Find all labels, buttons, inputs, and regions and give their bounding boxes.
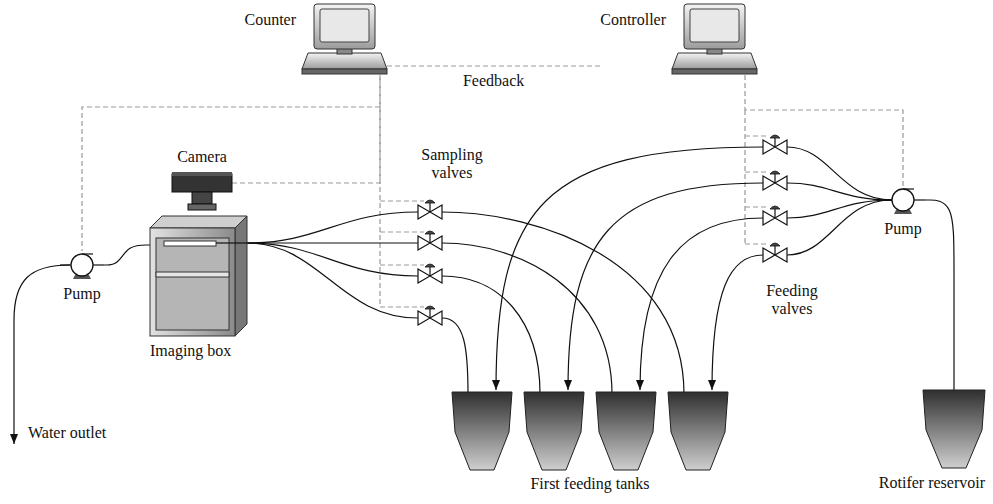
camera-mount (188, 204, 216, 210)
pump-port (914, 199, 925, 200)
water-pipe (247, 243, 418, 276)
connector (925, 200, 954, 390)
node-label: Pump (884, 220, 921, 238)
pump-port (881, 199, 892, 200)
feeding-pipe (787, 183, 892, 200)
control-wire (745, 171, 769, 172)
tank-graphic (923, 390, 985, 468)
sampling-pipe (442, 318, 468, 394)
water-pipe (247, 212, 418, 243)
box-top (150, 216, 247, 228)
feeding-valve (763, 135, 787, 154)
feeding-pipe (787, 200, 892, 218)
reservoir-tank (923, 390, 985, 468)
connector (82, 75, 380, 251)
annotation-label: Water outlet (28, 424, 106, 442)
feeding-valve (763, 243, 787, 262)
pump-port (60, 264, 71, 265)
feeding-tank (452, 392, 512, 470)
edge-label: Feedback (461, 72, 526, 90)
outlet-pipe (14, 265, 70, 444)
sampling-valve (418, 264, 442, 283)
computer-base (302, 53, 387, 69)
reservoir-node: Rotifer reservoir (879, 390, 985, 492)
computer-base-edge (672, 69, 757, 74)
pump-symbol (71, 254, 93, 276)
pump-symbol (892, 189, 914, 211)
node-label: Imaging box (150, 342, 231, 360)
camera-node: Camera (172, 148, 232, 210)
pump-node: Pump (60, 251, 104, 303)
sampling-valve (418, 200, 442, 219)
box-side (235, 216, 247, 336)
control-wire (745, 206, 769, 207)
feeding-valve (763, 206, 787, 225)
annotation-label: Sampling valves (421, 146, 482, 183)
feeding-pipe (640, 218, 763, 390)
node-label: Controller (600, 3, 666, 29)
computer-monitor (314, 4, 375, 49)
computer-base-edge (302, 69, 387, 74)
sample-cell (164, 241, 216, 246)
connector (104, 245, 150, 265)
node-label: Camera (177, 148, 227, 166)
box-front (150, 228, 235, 336)
pump-outlet (82, 253, 93, 254)
feeding-pipe (568, 183, 763, 390)
camera-body (172, 174, 232, 192)
computer-graphic (302, 3, 387, 75)
feeding-valve (763, 171, 787, 190)
feeding-pipe (787, 200, 892, 255)
imaging-box-node: Imaging box (150, 216, 247, 360)
sampling-pipe (442, 212, 684, 394)
control-wire (745, 243, 769, 244)
node-label: Rotifer reservoir (879, 474, 985, 492)
computer-node: Controller (600, 3, 757, 75)
box-shelf (156, 272, 229, 277)
water-pipe (247, 242, 418, 243)
camera-lens (192, 192, 212, 204)
feeding-tank (596, 392, 656, 470)
pump-outlet (903, 188, 914, 189)
feeding-pipe (787, 147, 892, 200)
annotation-label: Feeding valves (766, 282, 818, 319)
control-wire (380, 306, 424, 307)
control-wire (380, 200, 424, 201)
pump-node: Pump (881, 186, 925, 238)
sampling-valve (418, 231, 442, 250)
computer-node: Counter (244, 3, 387, 75)
camera-graphic (172, 172, 232, 210)
annotation-label: First feeding tanks (530, 475, 649, 493)
connector (232, 75, 380, 183)
connector (745, 75, 903, 186)
sampling-valve (418, 306, 442, 325)
box-opening (156, 238, 229, 330)
control-wire (380, 264, 424, 265)
control-wire (745, 135, 769, 136)
box-outlet (216, 242, 247, 243)
feeding-pipe (712, 255, 763, 390)
computer-graphic (672, 3, 757, 75)
feeding-pipe (496, 147, 763, 390)
pump-graphic (60, 251, 104, 279)
pump-port (93, 264, 104, 265)
camera-top (172, 172, 232, 176)
pump-graphic (881, 186, 925, 214)
computer-base (672, 53, 757, 69)
computer-screen (690, 9, 739, 42)
connector (387, 65, 600, 66)
feeding-tank (524, 392, 584, 470)
box-graphic (150, 216, 247, 336)
node-label: Pump (63, 285, 100, 303)
water-pipe (247, 243, 418, 318)
control-wire (380, 231, 424, 232)
feeding-tank (668, 392, 728, 470)
node-label: Counter (244, 3, 296, 29)
computer-monitor (684, 4, 745, 49)
computer-screen (320, 9, 369, 42)
sampling-pipe (442, 276, 540, 394)
control-wire (744, 110, 745, 244)
